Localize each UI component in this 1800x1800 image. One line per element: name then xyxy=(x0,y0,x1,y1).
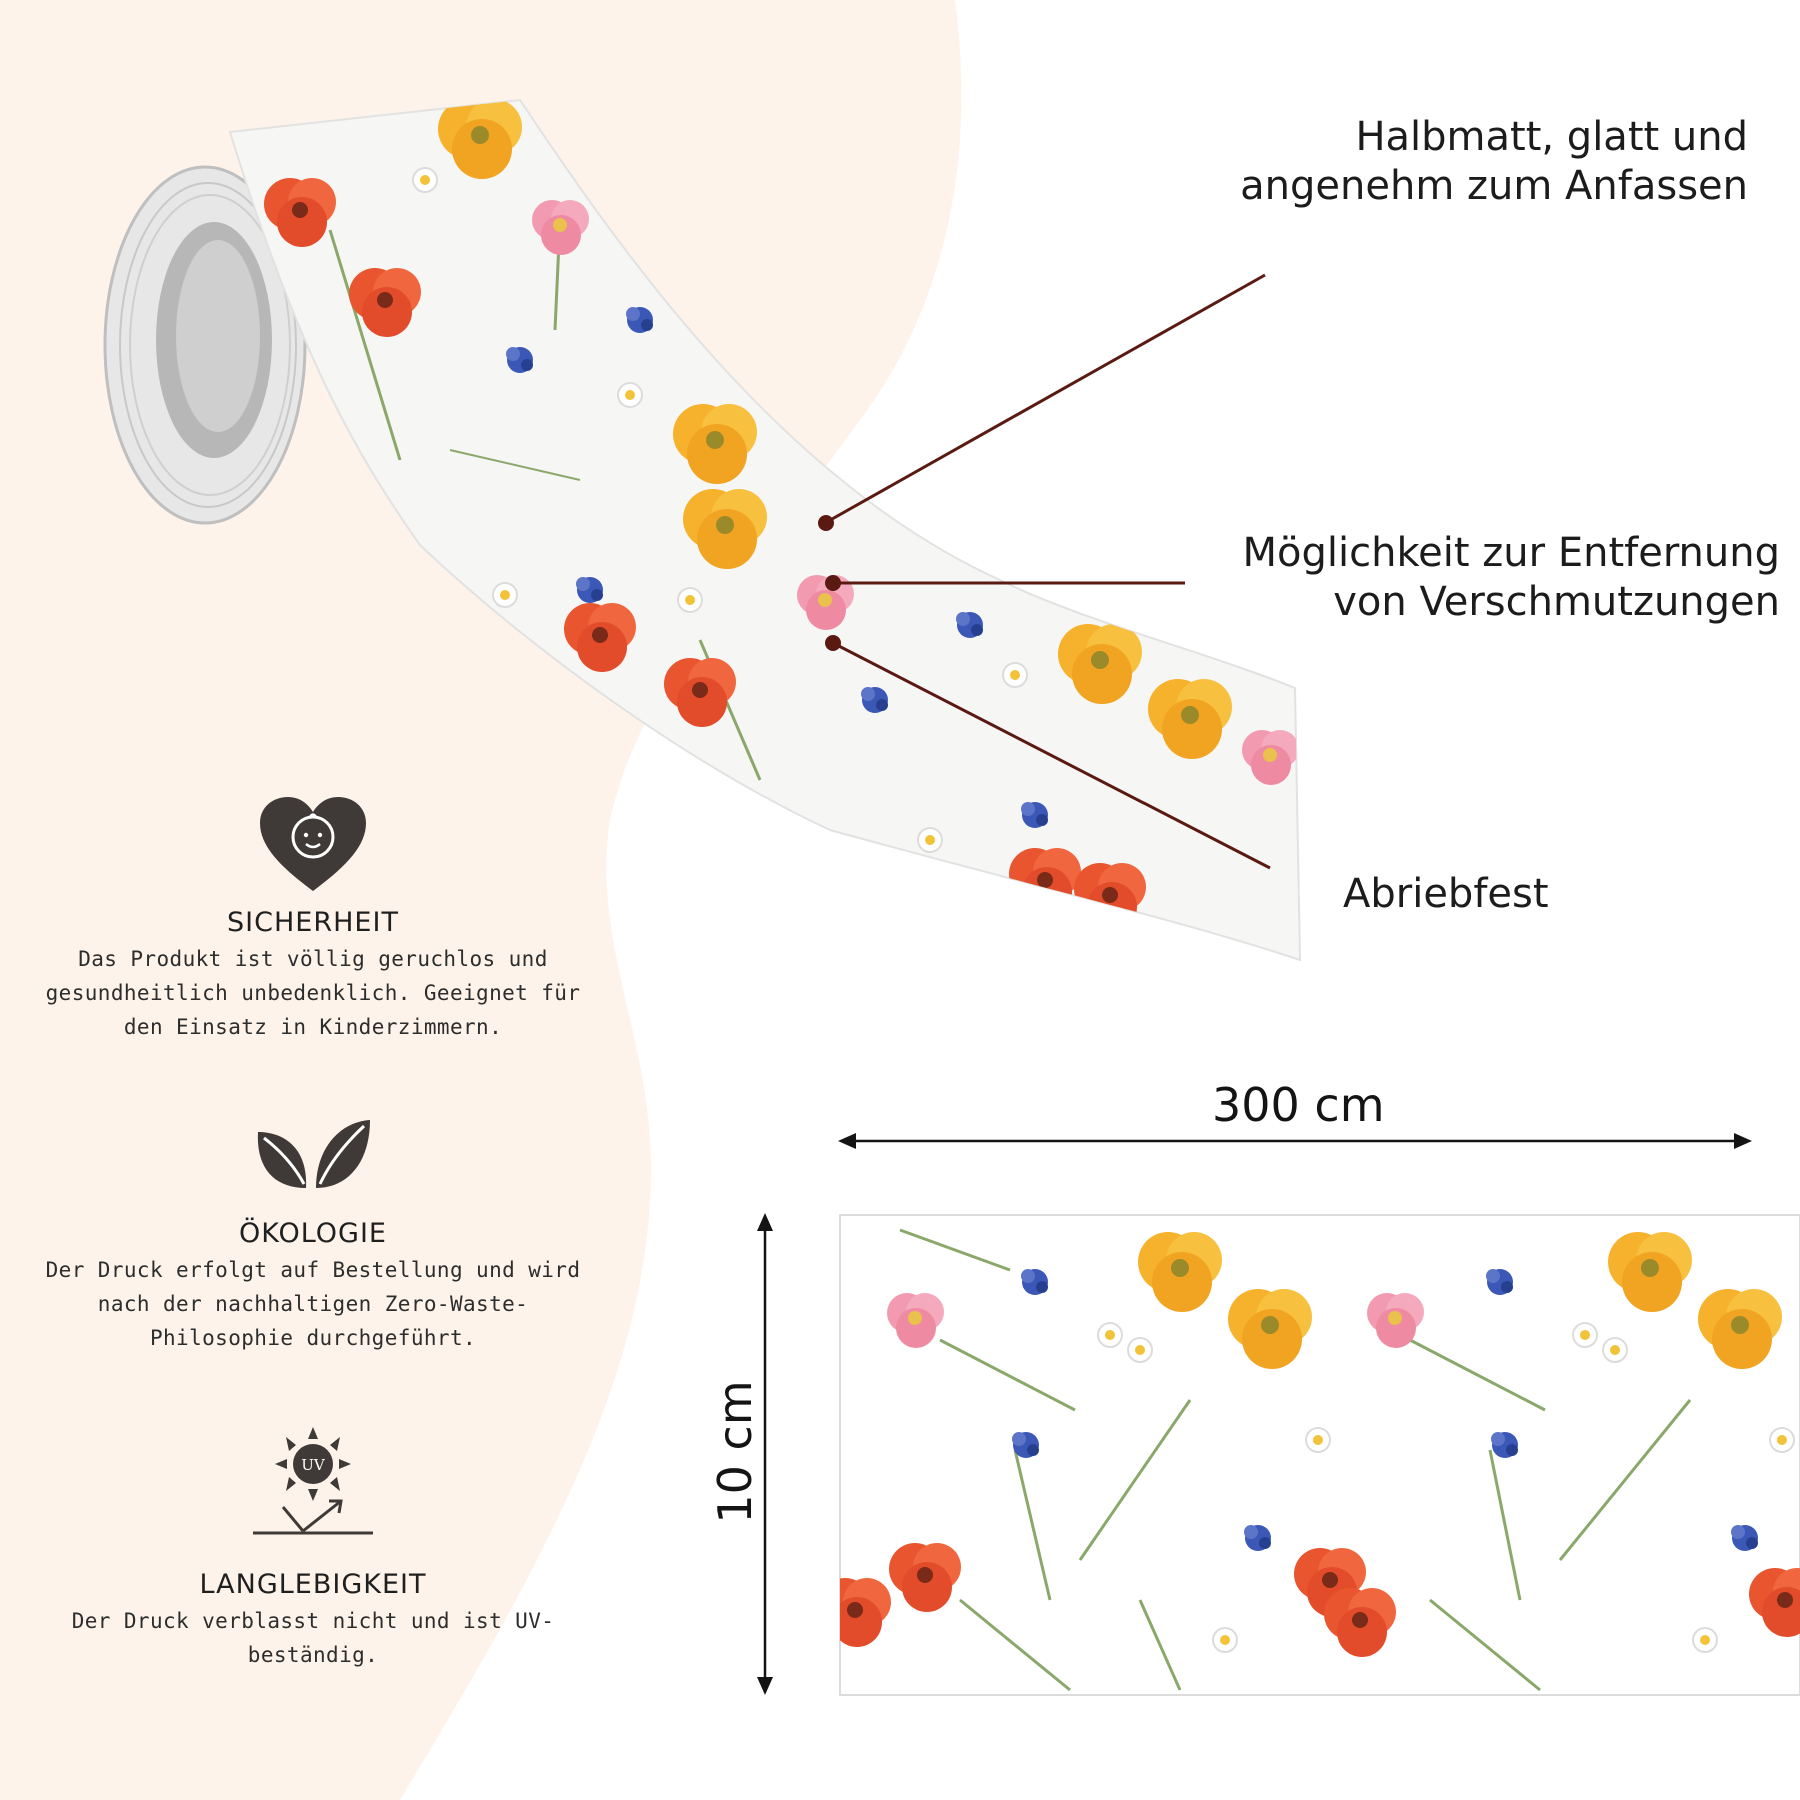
feature-safety-title: SICHERHEIT xyxy=(227,907,399,938)
callout-surface: Halbmatt, glatt und angenehm zum Anfasse… xyxy=(1240,113,1748,211)
uv-sun-icon: UV xyxy=(253,1427,373,1535)
feature-safety-text-line2: gesundheitlich unbedenklich. Geeignet fü… xyxy=(45,981,581,1005)
feature-ecology-text-line2: nach der nachhaltigen Zero-Waste- xyxy=(97,1292,529,1316)
leaves-icon xyxy=(257,1120,370,1188)
feature-durability-title: LANGLEBIGKEIT xyxy=(199,1569,427,1600)
feature-safety-text-line1: Das Produkt ist völlig geruchlos und xyxy=(78,947,548,971)
feature-ecology-text-line1: Der Druck erfolgt auf Bestellung und wir… xyxy=(45,1258,581,1282)
width-dimension-arrow xyxy=(838,1133,1752,1149)
feature-safety-text: Das Produkt ist völlig geruchlos und ges… xyxy=(33,942,593,1044)
feature-durability-text-line2: beständig. xyxy=(247,1643,379,1667)
leader-lines xyxy=(824,273,1271,870)
feature-ecology-title: ÖKOLOGIE xyxy=(238,1218,387,1249)
feature-durability: UV LANGLEBIGKEIT Der Druck verblasst nic… xyxy=(33,1425,593,1672)
wallpaper-roll xyxy=(103,165,307,525)
callout-clean-line2: von Verschmutzungen xyxy=(1333,579,1780,625)
leader-dot-abrasion xyxy=(825,635,841,651)
feature-ecology: ÖKOLOGIE Der Druck erfolgt auf Bestellun… xyxy=(33,1118,593,1355)
pattern-preview-strip xyxy=(839,1214,1800,1696)
width-dimension-label: 300 cm xyxy=(1212,1078,1385,1132)
height-dimension-arrow xyxy=(757,1213,773,1695)
callout-abrasion-label: Abriebfest xyxy=(1343,871,1549,917)
leader-dot-clean xyxy=(825,575,841,591)
uv-sun-icon-label: UV xyxy=(301,1456,326,1474)
feature-durability-text-line1: Der Druck verblasst nicht und ist UV- xyxy=(71,1609,555,1633)
feature-safety-text-line3: den Einsatz in Kinderzimmern. xyxy=(123,1015,503,1039)
callout-surface-line2: angenehm zum Anfassen xyxy=(1240,163,1748,209)
feature-safety: SICHERHEIT Das Produkt ist völlig geruch… xyxy=(33,795,593,1044)
baby-heart-icon xyxy=(260,797,366,891)
feature-ecology-text: Der Druck erfolgt auf Bestellung und wir… xyxy=(33,1253,593,1355)
callout-abrasion: Abriebfest xyxy=(1343,870,1549,919)
feature-ecology-text-line3: Philosophie durchgeführt. xyxy=(149,1326,477,1350)
callout-surface-line1: Halbmatt, glatt und xyxy=(1355,114,1748,160)
callout-clean: Möglichkeit zur Entfernung von Verschmut… xyxy=(1243,529,1781,627)
callout-clean-line1: Möglichkeit zur Entfernung xyxy=(1242,530,1781,576)
feature-durability-text: Der Druck verblasst nicht und ist UV- be… xyxy=(33,1604,593,1672)
height-dimension-label: 10 cm xyxy=(708,1380,762,1524)
leader-dot-surface xyxy=(818,515,834,531)
